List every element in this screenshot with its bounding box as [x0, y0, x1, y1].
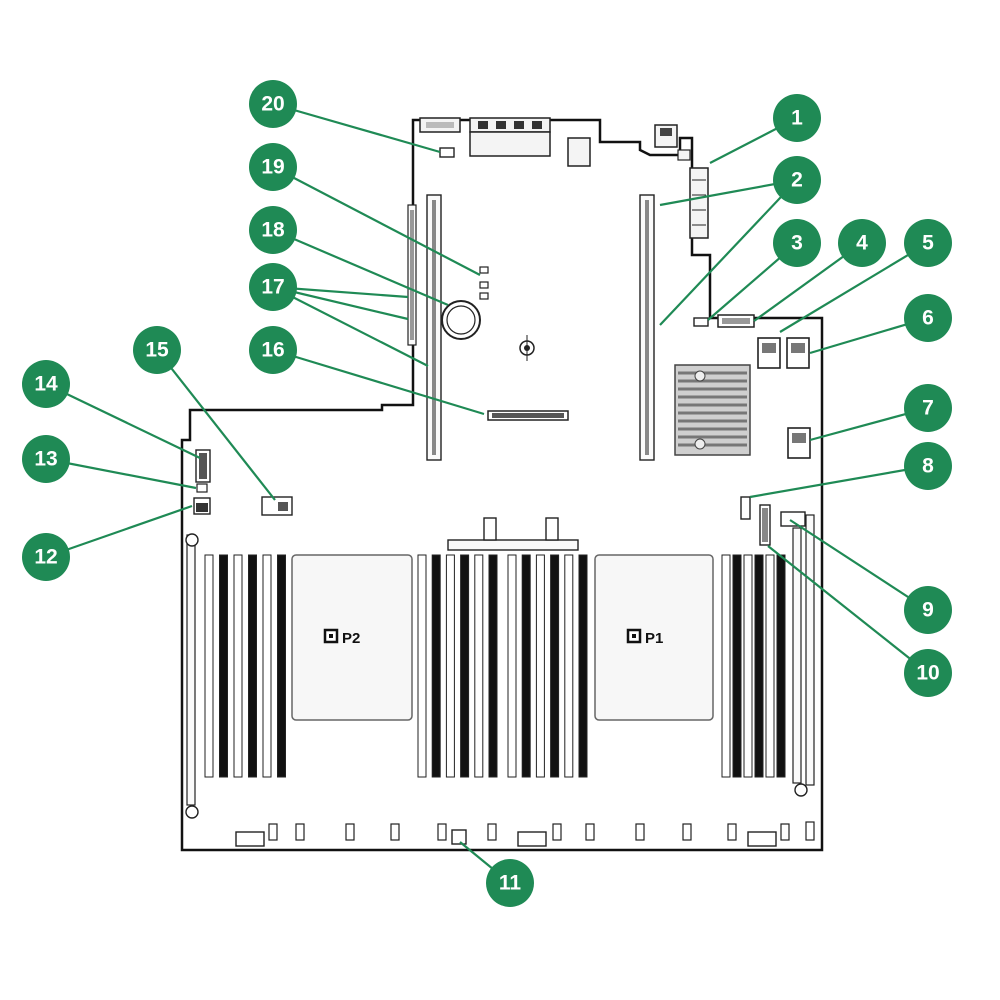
dimm-slot — [507, 554, 517, 778]
callout-number: 2 — [791, 169, 803, 192]
callout-7: 7 — [904, 384, 952, 432]
right-riser-slot — [805, 514, 815, 786]
processor-label-p2: P2 — [342, 630, 360, 647]
callout-19: 19 — [249, 143, 297, 191]
small-connector — [693, 317, 709, 327]
cpu-chip-icon — [323, 628, 339, 644]
dimm-slot — [564, 554, 574, 778]
callout-badges: 1 2 3 4 5 6 7 8 9 10 11 12 13 14 15 16 1… — [22, 80, 952, 907]
rear-small-connector — [439, 147, 455, 158]
dimm-slot — [488, 554, 498, 778]
callout-3: 3 — [773, 219, 821, 267]
dimm-slot — [754, 554, 764, 778]
dimm-slot — [765, 554, 775, 778]
callout-9: 9 — [904, 586, 952, 634]
processor-socket-p2: P2 — [291, 554, 413, 721]
dimm-slot — [219, 554, 228, 778]
dimm-slot — [474, 554, 484, 778]
dimm-slot — [233, 554, 243, 778]
dimm-slot — [262, 554, 272, 778]
dimm-slot — [417, 554, 427, 778]
callout-2: 2 — [773, 156, 821, 204]
front-edge-connectors — [235, 821, 815, 847]
dimm-slot — [776, 554, 786, 778]
callout-number: 9 — [922, 599, 934, 622]
system-battery — [441, 300, 481, 340]
dimm-slot — [732, 554, 742, 778]
callout-number: 18 — [261, 219, 285, 242]
callout-number: 7 — [922, 397, 934, 420]
dimm-slot — [535, 554, 545, 778]
dimm-slot — [248, 554, 257, 778]
callout-number: 3 — [791, 232, 803, 255]
callout-5: 5 — [904, 219, 952, 267]
callout-number: 20 — [261, 93, 284, 116]
processor-bracket — [447, 517, 579, 551]
system-board — [180, 118, 824, 852]
callout-4: 4 — [838, 219, 886, 267]
dimm-slot — [460, 554, 470, 778]
callout-1: 1 — [773, 94, 821, 142]
dimm-slot — [521, 554, 531, 778]
dimm-slot — [550, 554, 560, 778]
cpu-chip-icon — [626, 628, 642, 644]
sata-ports — [757, 337, 811, 459]
left-side-connectors — [185, 449, 293, 819]
callout-20: 20 — [249, 80, 297, 128]
dimm-slot — [204, 554, 214, 778]
dimm-slot — [445, 554, 455, 778]
riser-connector-primary — [639, 194, 655, 461]
dimm-slot — [721, 554, 731, 778]
storage-connector-small — [780, 511, 806, 527]
callout-number: 12 — [34, 546, 57, 569]
callout-number: 11 — [499, 872, 522, 895]
callout-13: 13 — [22, 435, 70, 483]
front-power-connector — [740, 496, 751, 520]
callout-number: 5 — [922, 232, 934, 255]
callout-number: 1 — [791, 107, 803, 130]
callout-number: 14 — [34, 373, 58, 396]
callout-12: 12 — [22, 533, 70, 581]
callout-6: 6 — [904, 294, 952, 342]
callout-number: 13 — [34, 448, 57, 471]
callout-14: 14 — [22, 360, 70, 408]
riser-connector-secondary — [407, 194, 442, 461]
callout-number: 4 — [856, 232, 868, 255]
dimm-slot — [431, 554, 441, 778]
callout-16: 16 — [249, 326, 297, 374]
processor-socket-p1: P1 — [594, 554, 714, 721]
callout-number: 16 — [261, 339, 284, 362]
callout-number: 19 — [261, 156, 284, 179]
callout-18: 18 — [249, 206, 297, 254]
dimm-slot — [578, 554, 588, 778]
connector-pins — [722, 318, 750, 324]
chipset-heatsink — [674, 364, 751, 456]
connector-pins — [492, 413, 564, 418]
connector-pins — [762, 508, 768, 542]
callout-8: 8 — [904, 442, 952, 490]
callout-number: 15 — [145, 339, 169, 362]
dimm-slots — [204, 554, 786, 778]
callout-11: 11 — [486, 859, 534, 907]
rear-io-connectors — [419, 117, 709, 239]
system-maintenance-switch — [479, 266, 489, 300]
callout-number: 17 — [261, 276, 284, 299]
processor-label-p1: P1 — [645, 630, 663, 647]
callout-number: 8 — [922, 455, 934, 478]
callout-leader-lines — [45, 102, 929, 884]
dimm-slot — [277, 554, 286, 778]
callout-15: 15 — [133, 326, 181, 374]
callout-number: 6 — [922, 307, 934, 330]
callout-17: 17 — [249, 263, 297, 311]
board-mount-point — [519, 335, 535, 361]
callout-number: 10 — [916, 662, 939, 685]
dimm-slot — [743, 554, 753, 778]
callout-10: 10 — [904, 649, 952, 697]
